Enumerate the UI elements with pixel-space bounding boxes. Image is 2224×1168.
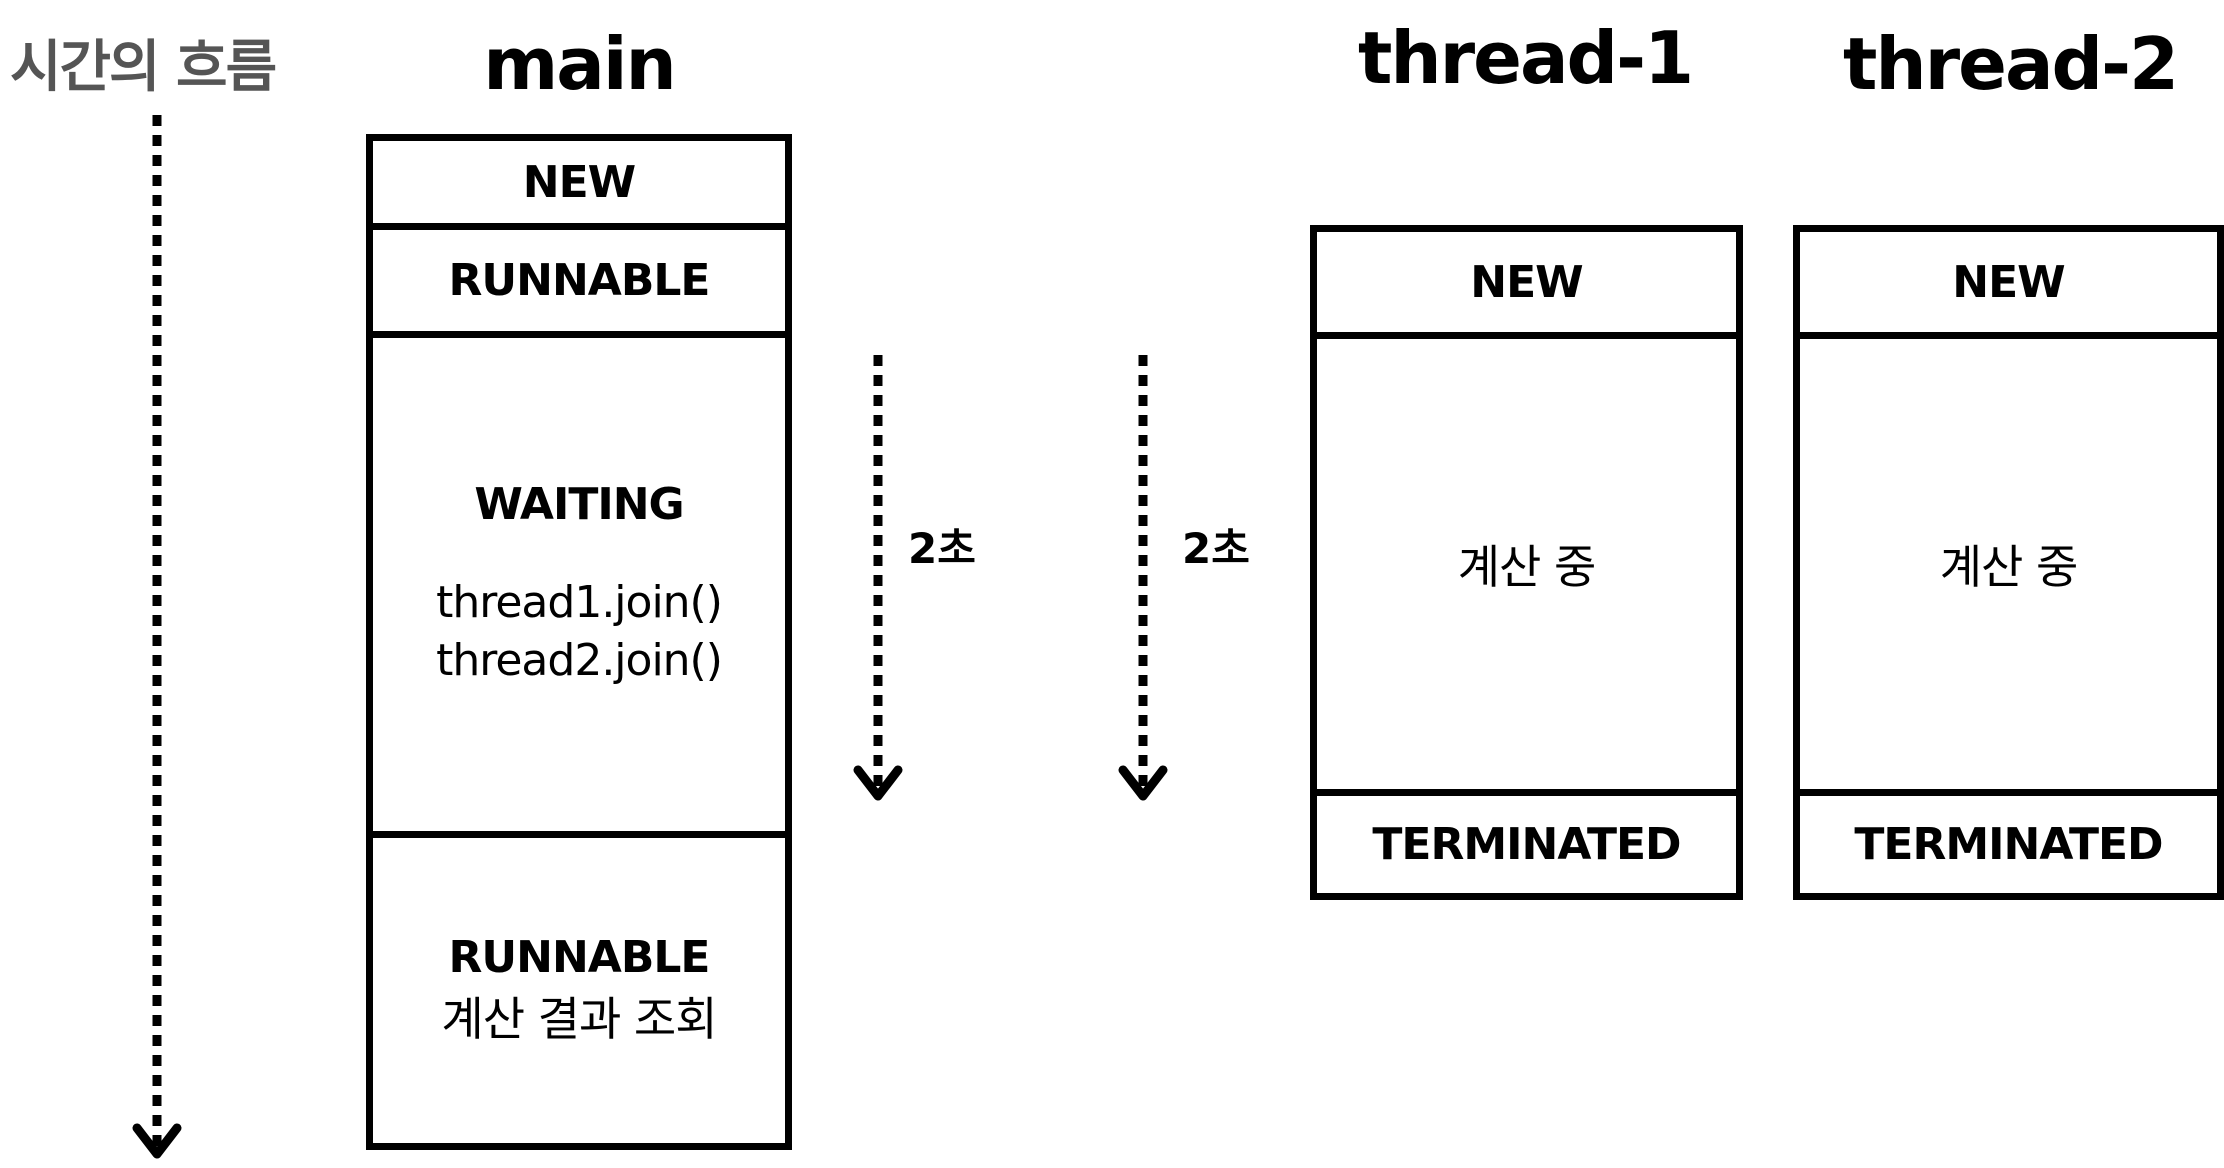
thread-1-title: thread-1 [1357, 16, 1694, 100]
main-state-runnable-result: RUNNABLE 계산 결과 조회 [373, 831, 785, 1143]
thread-2-state-new: NEW [1800, 232, 2217, 332]
thread-2-lane: NEW 계산 중 TERMINATED [1793, 225, 2224, 900]
thread-1-lane: NEW 계산 중 TERMINATED [1310, 225, 1743, 900]
thread-1-state-new: NEW [1317, 232, 1736, 332]
thread-2-computing-label: 계산 중 [1939, 540, 2079, 594]
thread-2-state-terminated: TERMINATED [1800, 789, 2217, 893]
time-axis-arrowhead [132, 1123, 182, 1159]
duration-label-1: 2초 [908, 524, 976, 573]
main-state-runnable-label: RUNNABLE [448, 255, 711, 306]
main-state-runnable2-label: RUNNABLE [448, 932, 711, 983]
main-title: main [483, 22, 677, 106]
thread-1-state-computing: 계산 중 [1317, 332, 1736, 789]
thread-2-title: thread-2 [1842, 22, 2179, 106]
thread-1-computing-label: 계산 중 [1457, 540, 1597, 594]
thread-1-state-terminated-label: TERMINATED [1372, 819, 1681, 870]
time-axis-label: 시간의 흐름 [10, 35, 277, 100]
thread-2-state-computing: 계산 중 [1800, 332, 2217, 789]
thread-2-state-terminated-label: TERMINATED [1854, 819, 2163, 870]
main-result-label: 계산 결과 조회 [441, 992, 717, 1046]
main-state-runnable: RUNNABLE [373, 223, 785, 331]
main-state-waiting: WAITING thread1.join() thread2.join() [373, 331, 785, 831]
duration-arrow-1-arrowhead [853, 765, 903, 801]
main-state-new: NEW [373, 141, 785, 223]
thread-2-state-new-label: NEW [1952, 256, 2065, 308]
main-join-thread2: thread2.join() [436, 635, 723, 686]
thread-1-state-terminated: TERMINATED [1317, 789, 1736, 893]
duration-label-2: 2초 [1182, 524, 1250, 573]
main-state-new-label: NEW [522, 156, 636, 208]
main-state-waiting-label: WAITING [474, 479, 684, 530]
thread-1-state-new-label: NEW [1470, 256, 1583, 308]
main-lane: NEW RUNNABLE WAITING thread1.join() thre… [366, 134, 792, 1150]
main-join-thread1: thread1.join() [436, 577, 723, 628]
duration-arrow-2-arrowhead [1118, 765, 1168, 801]
